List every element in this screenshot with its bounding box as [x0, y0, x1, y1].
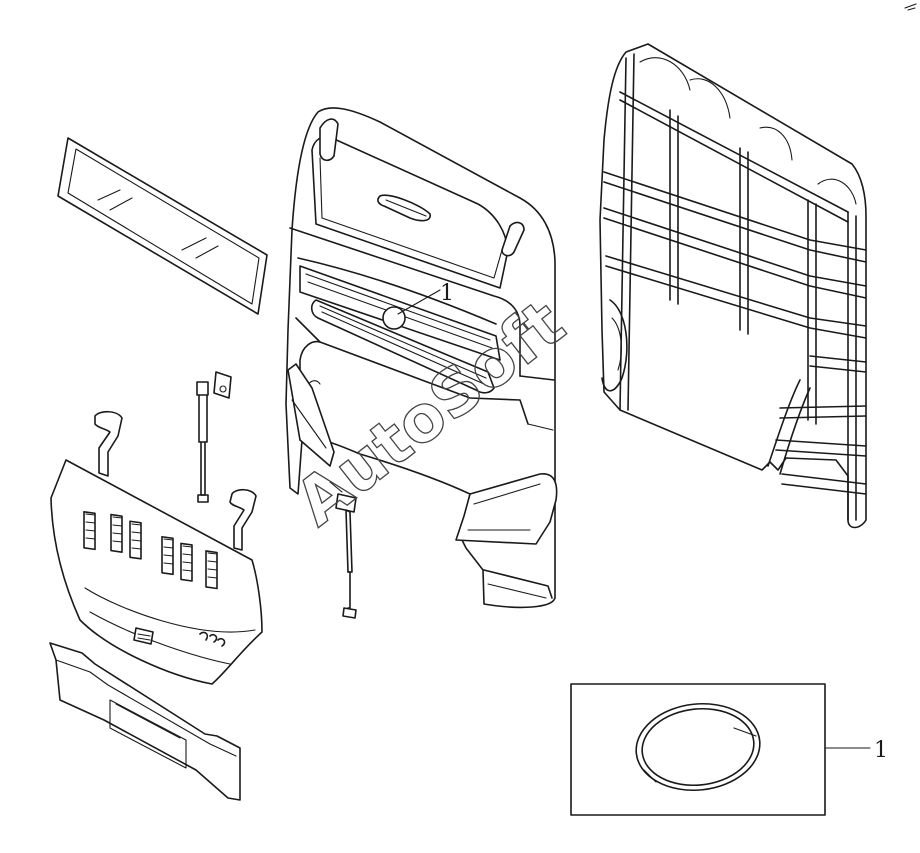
inset-callout-label: 1	[874, 738, 888, 763]
lower-bumper-trim	[49, 642, 241, 801]
seal-ring	[635, 702, 761, 792]
grille-vents	[83, 510, 218, 590]
gas-spring-lower	[329, 481, 357, 619]
gas-spring-upper	[196, 371, 232, 503]
grille-guard-frame	[599, 43, 867, 529]
cab-shell	[285, 107, 558, 609]
cab-callout-label: 1	[440, 281, 454, 306]
inset-box	[570, 683, 826, 816]
inset-detail: 1	[570, 683, 888, 816]
windshield-panel	[57, 137, 268, 315]
cab-callout: 1	[397, 281, 454, 315]
corner-mark	[904, 3, 917, 11]
front-grille-panel	[50, 410, 263, 685]
seal-ring-inner	[641, 707, 755, 787]
